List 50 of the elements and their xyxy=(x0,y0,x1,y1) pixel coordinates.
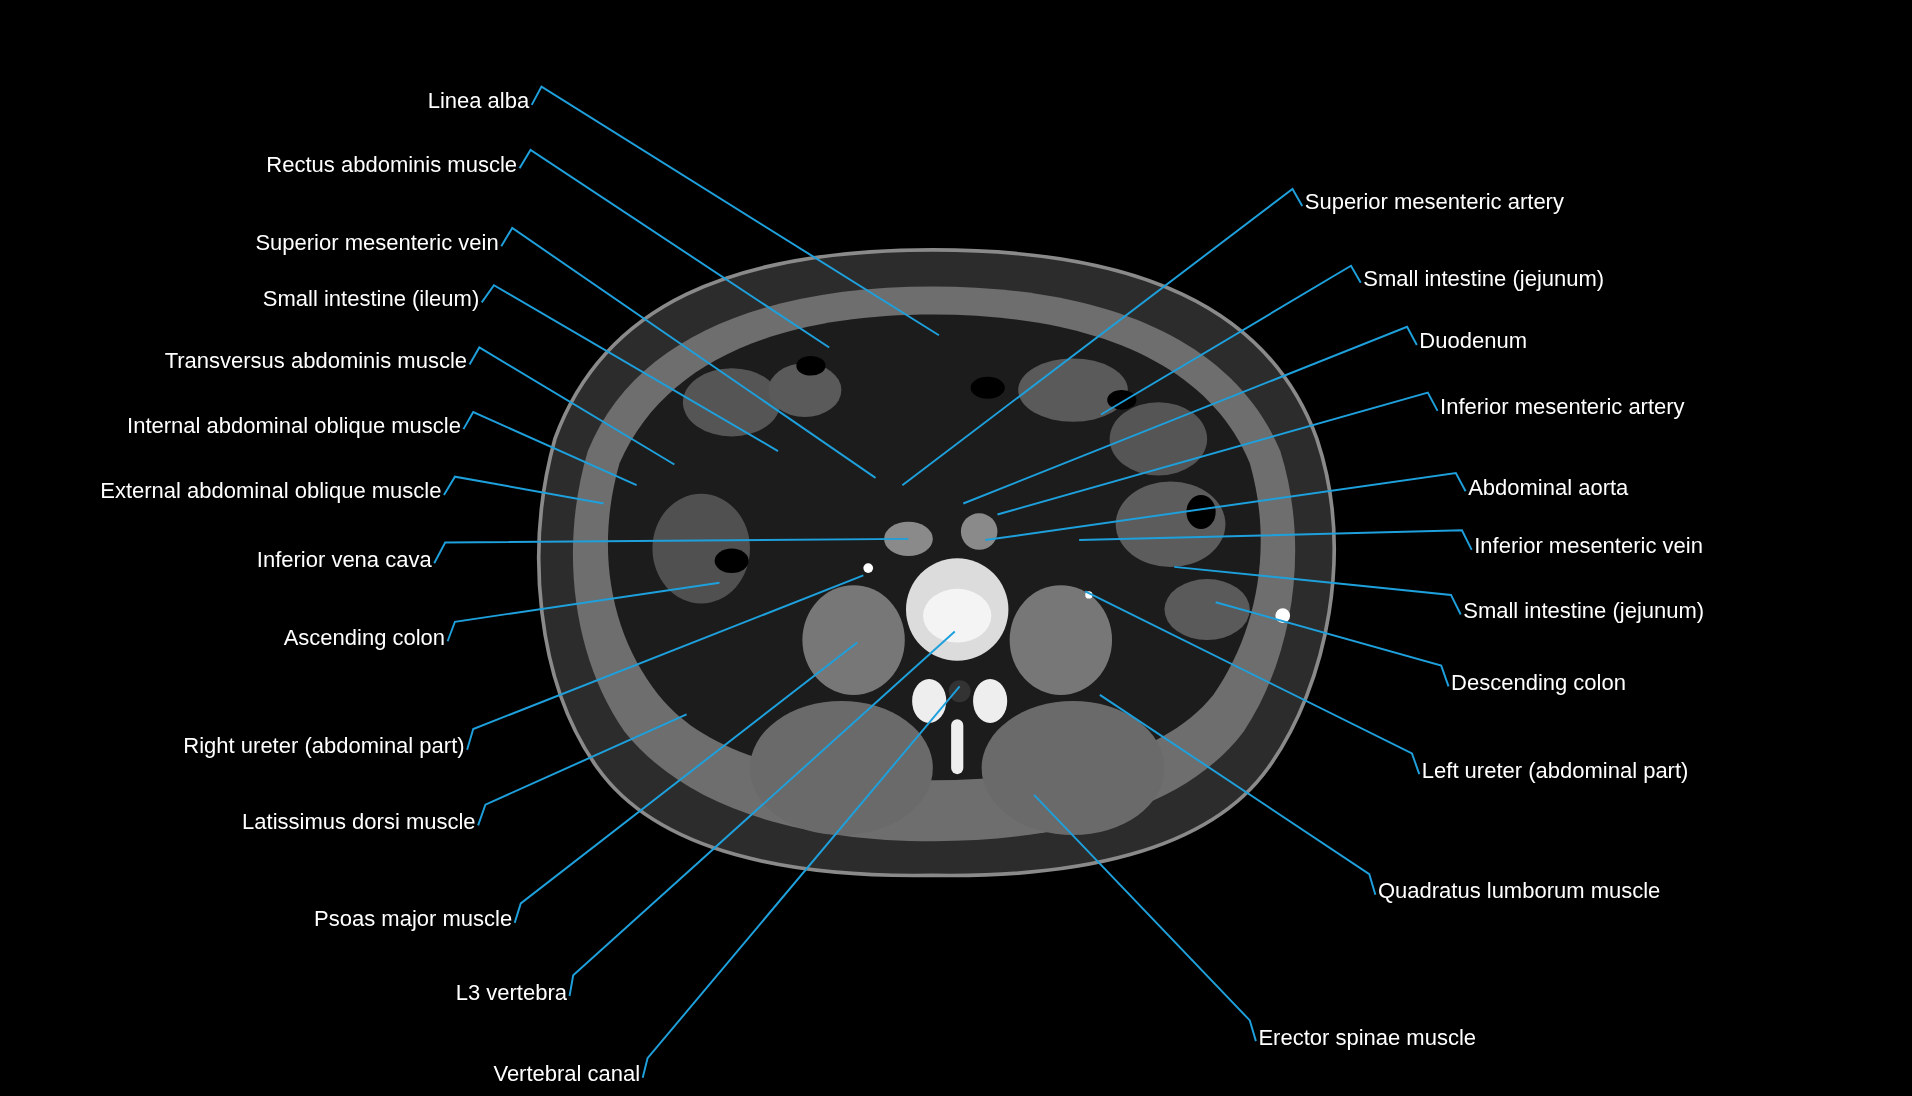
anatomy-label: Linea alba xyxy=(427,87,530,116)
leader-line xyxy=(443,475,605,505)
leader-line xyxy=(1100,264,1362,416)
leader-line xyxy=(462,410,638,487)
anatomy-label: Internal abdominal oblique muscle xyxy=(127,411,461,440)
leader-line xyxy=(1214,601,1450,688)
leader-line xyxy=(518,148,831,349)
leader-line xyxy=(477,713,688,827)
anatomy-label: Latissimus dorsi muscle xyxy=(242,807,476,836)
anatomy-label: External abdominal oblique muscle xyxy=(100,477,442,506)
anatomy-label: Inferior vena cava xyxy=(256,545,432,574)
anatomy-label: Inferior mesenteric vein xyxy=(1474,532,1703,561)
leader-line xyxy=(1084,590,1421,776)
anatomy-label: Small intestine (jejunum) xyxy=(1463,596,1705,625)
leader-line xyxy=(962,325,1418,505)
anatomy-label: Rectus abdominis muscle xyxy=(266,150,518,179)
leader-line xyxy=(996,391,1439,516)
leader-line xyxy=(500,226,877,479)
anatomy-label: Abdominal aorta xyxy=(1468,473,1629,502)
leader-line xyxy=(446,581,721,643)
leader-line xyxy=(984,471,1467,542)
leader-line xyxy=(1033,793,1257,1043)
anatomy-label: Right ureter (abdominal part) xyxy=(183,732,465,761)
anatomy-label: Ascending colon xyxy=(283,623,446,652)
anatomy-label: Duodenum xyxy=(1419,327,1527,356)
anatomy-label: Left ureter (abdominal part) xyxy=(1421,756,1689,785)
leader-line xyxy=(513,641,859,924)
leader-line xyxy=(1098,693,1377,896)
leader-line xyxy=(568,630,956,997)
anatomy-label: Descending colon xyxy=(1451,668,1626,697)
leader-line xyxy=(468,346,676,466)
leader-line xyxy=(466,574,865,751)
anatomy-label: Superior mesenteric artery xyxy=(1304,188,1564,217)
leader-line xyxy=(1078,529,1473,551)
leader-line xyxy=(1173,565,1462,616)
leader-line xyxy=(901,187,1304,487)
anatomy-label: Transversus abdominis muscle xyxy=(164,346,468,375)
anatomy-label: Psoas major muscle xyxy=(314,905,513,934)
leader-line xyxy=(530,85,940,337)
anatomy-label: Vertebral canal xyxy=(493,1060,641,1089)
leader-line xyxy=(480,284,779,453)
anatomy-label: Small intestine (ileum) xyxy=(262,284,480,313)
leader-line xyxy=(433,537,910,565)
anatomy-label: L3 vertebra xyxy=(455,978,567,1007)
leader-line xyxy=(641,685,961,1079)
anatomy-label: Quadratus lumborum muscle xyxy=(1377,877,1661,906)
anatomy-label: Inferior mesenteric artery xyxy=(1440,393,1685,422)
anatomy-label: Erector spinae muscle xyxy=(1258,1023,1477,1052)
anatomy-label: Superior mesenteric vein xyxy=(255,228,499,257)
anatomy-label: Small intestine (jejunum) xyxy=(1363,265,1605,294)
